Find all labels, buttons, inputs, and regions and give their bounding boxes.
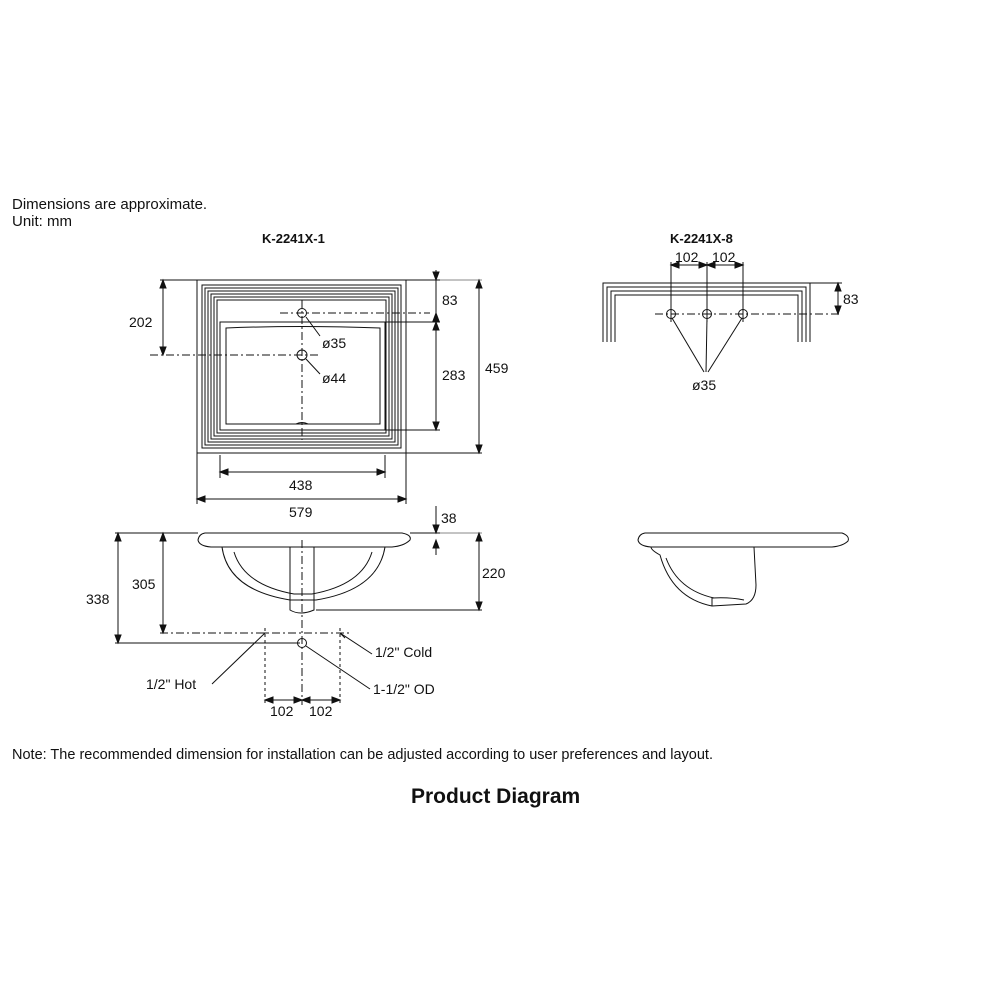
model-label-left: K-2241X-1: [262, 231, 325, 246]
installation-note: Note: The recommended dimension for inst…: [12, 747, 713, 763]
label-102-right: 102: [309, 703, 333, 719]
label-r83: 83: [843, 291, 859, 307]
label-438: 438: [289, 477, 313, 493]
label-cold-supply: 1/2" Cold: [375, 644, 432, 660]
label-dia35: ø35: [322, 335, 346, 351]
label-r102-left: 102: [675, 249, 699, 265]
dim-220-line: [316, 531, 483, 612]
label-202: 202: [129, 314, 153, 330]
dim-305-line: [159, 531, 198, 635]
label-r35: ø35: [692, 377, 716, 393]
sink-8in-top-view: [602, 261, 842, 373]
label-drain-od: 1-1/2" OD: [373, 681, 435, 697]
note-dimensions-approximate: Dimensions are approximate.: [12, 196, 208, 213]
dim-338-line: [114, 531, 300, 645]
sink-side-view: [160, 532, 411, 705]
label-r102-right: 102: [712, 249, 736, 265]
label-283: 283: [442, 367, 466, 383]
label-220: 220: [482, 565, 506, 581]
dim-102-bottom-line: [263, 696, 342, 704]
label-38: 38: [441, 510, 457, 526]
label-459: 459: [485, 360, 509, 376]
dim-579-line: [195, 453, 408, 504]
dim-438-line: [218, 455, 387, 478]
model-label-right: K-2241X-8: [670, 231, 733, 246]
note-unit: Unit: mm: [12, 213, 72, 230]
dim-38-line: [410, 506, 440, 555]
label-83: 83: [442, 292, 458, 308]
sink-top-view: [150, 279, 430, 454]
label-338: 338: [86, 591, 110, 607]
label-305: 305: [132, 576, 156, 592]
label-hot-supply: 1/2" Hot: [146, 676, 196, 692]
dim-459-line: [406, 278, 483, 455]
dim-283-line: [386, 320, 440, 432]
page-heading: Product Diagram: [411, 785, 581, 808]
label-579: 579: [289, 504, 313, 520]
label-102-left: 102: [270, 703, 294, 719]
sink-8in-side-view: [637, 532, 849, 607]
dim-202-line: [159, 278, 197, 357]
label-dia44: ø44: [322, 370, 346, 386]
